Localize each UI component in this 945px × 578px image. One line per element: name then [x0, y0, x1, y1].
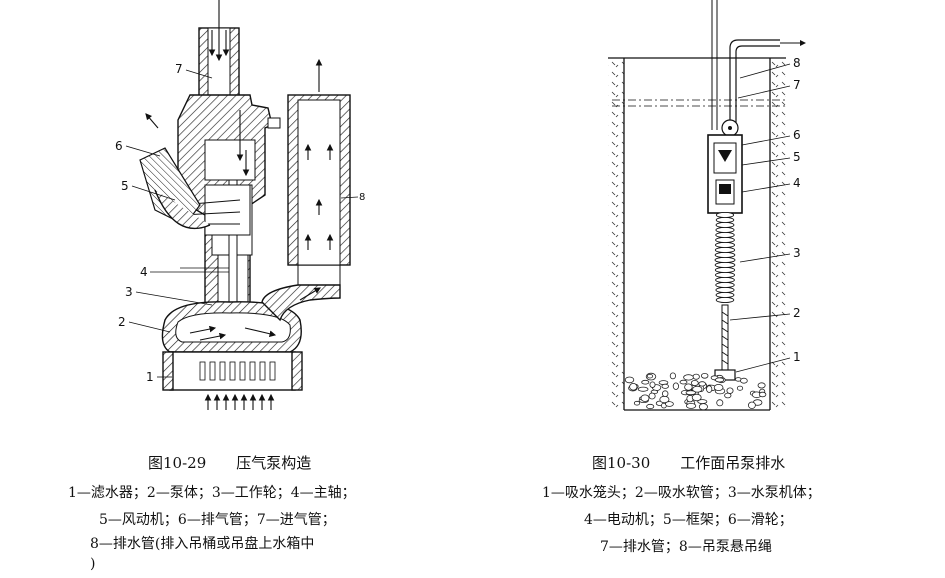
- figure-caption: 图10-30 工作面吊泵排水: [592, 454, 786, 472]
- discharge-pipe-right: [729, 39, 806, 130]
- callout-2: 2: [118, 315, 126, 329]
- pump-frame: [707, 134, 743, 214]
- shaft-walls: [608, 57, 786, 410]
- callout-3: 3: [125, 285, 133, 299]
- callout-4: 4: [793, 176, 801, 190]
- callout-5: 5: [121, 179, 129, 193]
- pulley: [721, 119, 739, 137]
- legend-line: 1—滤水器；2—泵体；3—工作轮；4—主轴；: [68, 485, 356, 501]
- air-pump-diagram: 7 6 5 4 3 2 1 8: [115, 0, 365, 410]
- callout-numbers: 8 7 6 5 4 3 2 1: [793, 56, 801, 364]
- callout-8: 8: [359, 192, 365, 203]
- figure-suspended-pump: 8 7 6 5 4 3 2 1 图10-30 工作面吊泵排水 1—吸水笼头；2—…: [480, 0, 945, 578]
- legend-line: 4—电动机；5—框架；6—滑轮；: [584, 512, 793, 528]
- pump-machine-body: [714, 211, 736, 304]
- callout-3: 3: [793, 246, 801, 260]
- figure-caption: 图10-29 压气泵构造: [148, 454, 312, 472]
- suspension-rope: [711, 0, 718, 130]
- callout-1: 1: [793, 350, 801, 364]
- intake-pipe: [198, 0, 240, 99]
- legend-line: 7—排水管；8—吊泵悬吊绳: [600, 539, 772, 555]
- suspended-pump-diagram: 8 7 6 5 4 3 2 1: [608, 0, 806, 411]
- callout-5: 5: [793, 150, 801, 164]
- callout-6: 6: [793, 128, 801, 142]
- figure-legend: 1—滤水器；2—泵体；3—工作轮；4—主轴； 5—风动机；6—排气管；7—进气管…: [68, 480, 356, 574]
- callout-numbers: 7 6 5 4 3 2 1 8: [115, 62, 365, 384]
- legend-line: 8—排水管(排入吊桶或吊盘上水箱中: [90, 536, 315, 552]
- callout-7: 7: [175, 62, 183, 76]
- callout-8: 8: [793, 56, 801, 70]
- pump-body: [161, 301, 302, 353]
- callout-7: 7: [793, 78, 801, 92]
- callout-leaders: [125, 69, 359, 378]
- legend-line: 5—风动机；6—排气管；7—进气管；: [99, 512, 336, 528]
- callout-leaders: [729, 63, 791, 373]
- callout-6: 6: [115, 139, 123, 153]
- figure-legend: 1—吸水笼头；2—吸水软管；3—水泵机体； 4—电动机；5—框架；6—滑轮； 7…: [542, 480, 821, 561]
- figure-air-pump: 7 6 5 4 3 2 1 8 图10-29 压气泵构造 1—滤水器；2—泵体；…: [68, 0, 365, 574]
- exhaust-pipe: [139, 113, 211, 230]
- callout-2: 2: [793, 306, 801, 320]
- callout-1: 1: [146, 370, 154, 384]
- discharge-pipe: [261, 58, 351, 322]
- air-motor: [178, 184, 251, 236]
- water-filter: [162, 351, 303, 410]
- gravel-bed: [624, 372, 770, 411]
- legend-line: ): [90, 556, 96, 572]
- legend-line: 1—吸水笼头；2—吸水软管；3—水泵机体；: [542, 485, 821, 501]
- callout-4: 4: [140, 265, 148, 279]
- suction-hose: [721, 304, 729, 371]
